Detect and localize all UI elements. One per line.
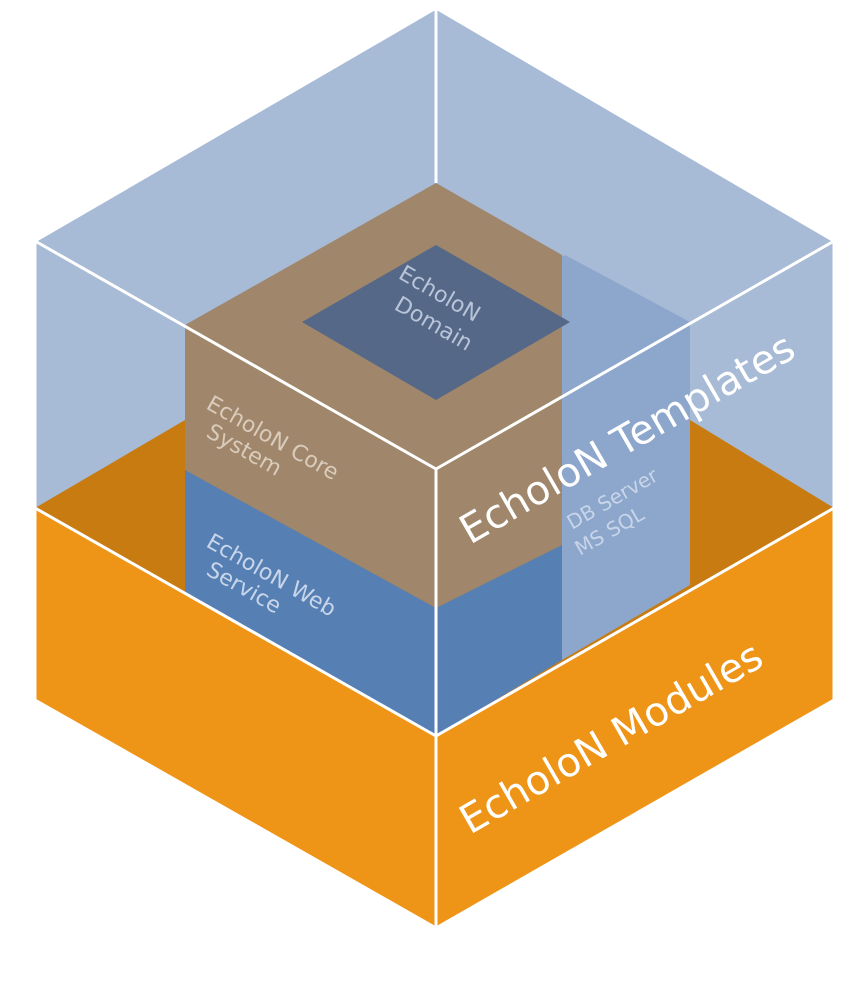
core-system-left-face <box>185 325 436 608</box>
web-service-right-face <box>436 545 562 736</box>
modules-base-left-face <box>35 508 436 928</box>
domain-tile <box>302 245 570 400</box>
cube-edges <box>33 6 836 930</box>
core-system-right-face <box>436 395 562 608</box>
modules-base-right-face <box>436 508 834 928</box>
db-server-front-face <box>562 322 690 660</box>
web-service-left-face <box>185 470 436 736</box>
